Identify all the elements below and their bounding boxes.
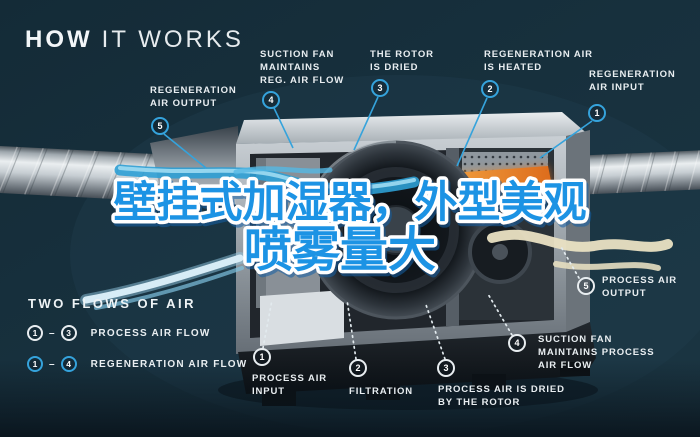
callout-label-process-air-input: PROCESS AIR INPUT bbox=[252, 373, 328, 398]
callout-marker-regen-4: 4 bbox=[262, 91, 280, 109]
air-ribbons bbox=[80, 164, 673, 310]
legend-circle-to: 4 bbox=[60, 356, 77, 372]
callout-label-regen-air-output: REGENERATION AIR OUTPUT bbox=[150, 85, 237, 110]
callout-label-regen-air-input: REGENERATION AIR INPUT bbox=[589, 69, 676, 94]
marker-number: 1 bbox=[32, 359, 38, 369]
marker-number: 5 bbox=[583, 281, 589, 291]
callout-label-regen-air-heated: REGENERATION AIR IS HEATED bbox=[484, 49, 593, 74]
callout-label-process-air-dried: PROCESS AIR IS DRIED BY THE ROTOR bbox=[438, 384, 565, 409]
callout-marker-process-1: 1 bbox=[253, 348, 271, 366]
marker-number: 2 bbox=[355, 363, 361, 373]
marker-number: 3 bbox=[66, 328, 71, 338]
marker-number: 1 bbox=[32, 328, 38, 338]
legend-label-process: PROCESS AIR FLOW bbox=[90, 327, 211, 339]
callout-label-rotor-dried: THE ROTOR IS DRIED bbox=[370, 49, 434, 74]
marker-number: 4 bbox=[514, 338, 520, 348]
callout-marker-regen-3: 3 bbox=[371, 79, 389, 97]
callout-marker-regen-1: 1 bbox=[588, 104, 606, 122]
callout-marker-process-5: 5 bbox=[577, 277, 595, 295]
leader-lines-regeneration bbox=[163, 96, 593, 169]
legend-circle-from: 1 bbox=[27, 356, 43, 372]
callout-label-suction-fan-process: SUCTION FAN MAINTAINS PROCESS AIR FLOW bbox=[538, 334, 655, 372]
marker-number: 4 bbox=[66, 359, 71, 369]
marker-number: 4 bbox=[268, 95, 274, 105]
rotor bbox=[306, 140, 486, 320]
callout-marker-regen-5: 5 bbox=[151, 117, 169, 135]
left-duct bbox=[0, 145, 169, 202]
legend-dash: – bbox=[49, 358, 55, 370]
page-title: HOW IT WORKS bbox=[25, 26, 244, 54]
marker-number: 2 bbox=[487, 84, 493, 94]
callout-label-filtration: FILTRATION bbox=[349, 386, 414, 397]
legend-dash: – bbox=[49, 327, 55, 339]
title-rest: IT WORKS bbox=[101, 26, 244, 53]
callout-label-suction-fan-reg: SUCTION FAN MAINTAINS REG. AIR FLOW bbox=[260, 49, 345, 87]
callout-marker-process-3: 3 bbox=[437, 359, 455, 377]
callout-marker-process-2: 2 bbox=[349, 359, 367, 377]
marker-number: 3 bbox=[443, 363, 449, 373]
title-strong: HOW bbox=[25, 26, 93, 53]
callout-marker-regen-2: 2 bbox=[481, 80, 499, 98]
marker-number: 1 bbox=[259, 352, 265, 362]
legend-circle-to: 3 bbox=[60, 325, 77, 341]
callout-label-process-air-output: PROCESS AIR OUTPUT bbox=[602, 275, 678, 300]
legend-circle-from: 1 bbox=[27, 325, 43, 341]
callout-marker-process-4: 4 bbox=[508, 334, 526, 352]
legend-row-regeneration: 1 – 4 REGENERATION AIR FLOW bbox=[27, 356, 247, 372]
marker-number: 5 bbox=[157, 121, 163, 131]
leader-lines-process bbox=[262, 244, 580, 360]
legend-row-process: 1 – 3 PROCESS AIR FLOW bbox=[27, 325, 211, 341]
legend-heading: TWO FLOWS OF AIR bbox=[28, 296, 197, 311]
right-duct bbox=[575, 150, 700, 195]
duct-elbow bbox=[150, 126, 240, 205]
marker-number: 3 bbox=[377, 83, 383, 93]
marker-number: 1 bbox=[594, 108, 600, 118]
legend-label-regeneration: REGENERATION AIR FLOW bbox=[90, 358, 248, 370]
